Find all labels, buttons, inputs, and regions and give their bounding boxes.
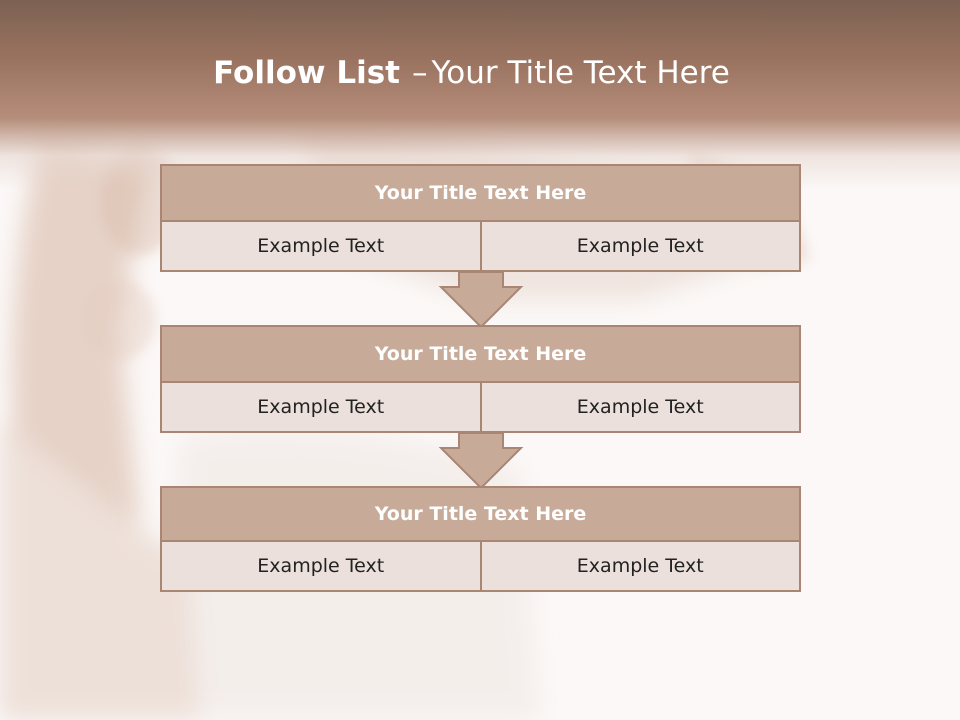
step-title-3: Your Title Text Here xyxy=(160,486,801,542)
down-arrow-icon xyxy=(438,432,524,490)
step-1-left-text: Example Text xyxy=(160,222,482,272)
step-box-1: Your Title Text Here Example Text Exampl… xyxy=(160,164,801,272)
step-2-left-text: Example Text xyxy=(160,383,482,433)
slide-title-rest: Your Title Text Here xyxy=(431,55,730,91)
step-row-3: Example Text Example Text xyxy=(160,542,801,592)
down-arrow-icon xyxy=(438,271,524,329)
step-3-left-text: Example Text xyxy=(160,542,482,592)
step-title-1: Your Title Text Here xyxy=(160,164,801,222)
step-box-2: Your Title Text Here Example Text Exampl… xyxy=(160,325,801,433)
step-box-3: Your Title Text Here Example Text Exampl… xyxy=(160,486,801,592)
header-band xyxy=(0,0,960,190)
slide-title-bold: Follow List xyxy=(213,55,400,91)
step-row-2: Example Text Example Text xyxy=(160,383,801,433)
step-1-right-text: Example Text xyxy=(481,222,801,272)
slide-title: Follow List–Your Title Text Here xyxy=(0,55,943,91)
step-title-2: Your Title Text Here xyxy=(160,325,801,383)
step-row-1: Example Text Example Text xyxy=(160,222,801,272)
step-2-right-text: Example Text xyxy=(481,383,801,433)
step-3-right-text: Example Text xyxy=(481,542,801,592)
slide-title-dash: – xyxy=(411,55,428,91)
